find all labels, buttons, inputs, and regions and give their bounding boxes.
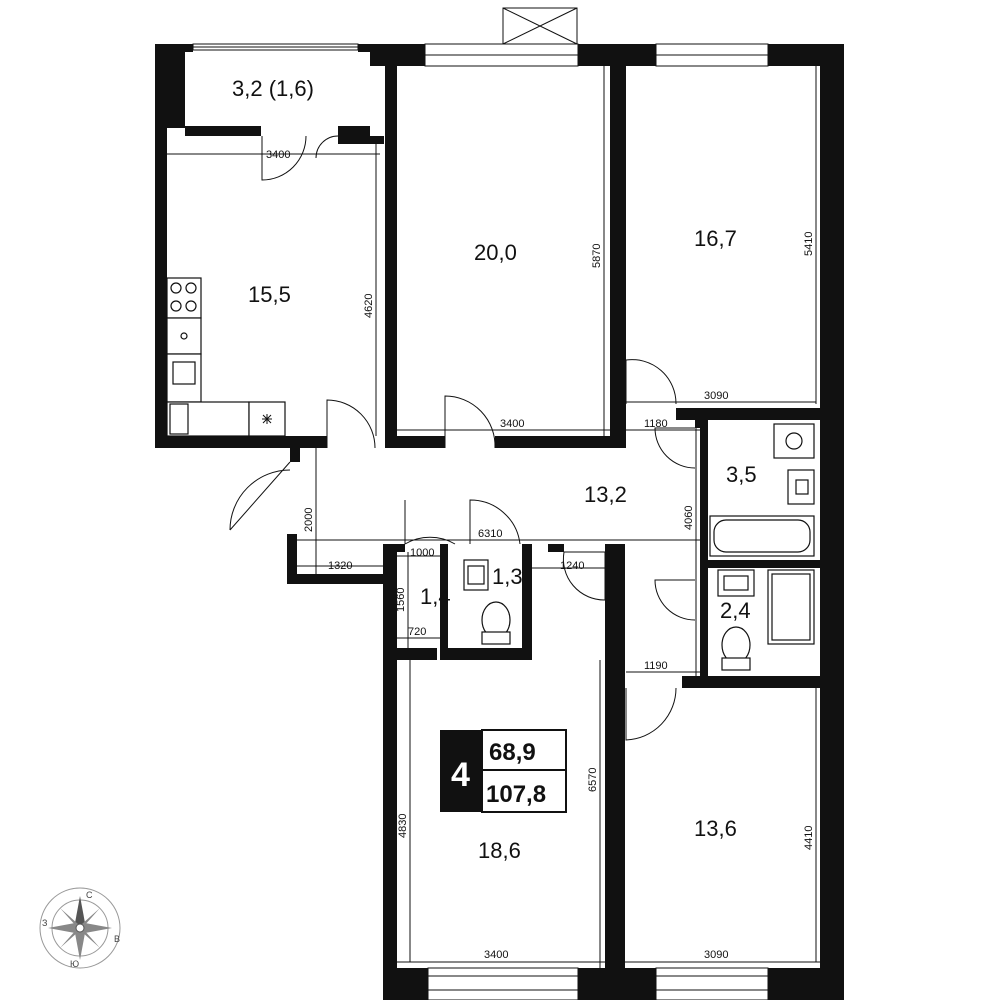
dim-1000: 1000 <box>410 547 434 559</box>
dim-5870: 5870 <box>591 244 603 268</box>
kitchen-fixtures <box>166 277 286 437</box>
summary-living-area: 68,9 <box>489 739 536 766</box>
doors <box>229 135 696 741</box>
room-bedroom-a: 20,0 <box>474 240 517 265</box>
compass-east: В <box>114 934 120 944</box>
dim-5410: 5410 <box>803 232 815 256</box>
bath-fixtures <box>463 423 815 671</box>
room-balcony: 3,2 (1,6) <box>232 76 314 101</box>
walls <box>155 44 844 1000</box>
dim-1320: 1320 <box>328 560 352 572</box>
dim-1180: 1180 <box>644 418 668 430</box>
summary-room-count: 4 <box>451 756 470 794</box>
dim-3090-top: 3090 <box>704 390 728 402</box>
dim-1240: 1240 <box>560 560 584 572</box>
compass-rose-icon: С В Ю З <box>39 887 121 969</box>
room-bathroom: 3,5 <box>726 462 757 487</box>
room-wc: 2,4 <box>720 598 751 623</box>
dim-720: 720 <box>408 626 426 638</box>
windows <box>192 43 769 1000</box>
summary-badge: 4 68,9 107,8 <box>440 729 567 813</box>
dim-1190: 1190 <box>644 660 668 672</box>
dim-3090-bottom: 3090 <box>704 949 728 961</box>
room-kitchen: 15,5 <box>248 282 291 307</box>
dim-6570: 6570 <box>587 768 599 792</box>
room-living: 18,6 <box>478 838 521 863</box>
room-bedroom-b: 16,7 <box>694 226 737 251</box>
compass-north: С <box>86 890 93 900</box>
summary-total-area: 107,8 <box>486 781 546 808</box>
dim-2000: 2000 <box>303 508 315 532</box>
dim-6310: 6310 <box>478 528 502 540</box>
room-bedroom-c: 13,6 <box>694 816 737 841</box>
room-labels: 3,2 (1,6) 15,5 20,0 16,7 13,2 3,5 2,4 1,… <box>232 76 757 863</box>
dim-3400-bottom: 3400 <box>484 949 508 961</box>
room-toilet-small: 1,3 <box>492 564 523 589</box>
ventilation-box <box>502 7 578 45</box>
dim-1560: 1560 <box>395 588 407 612</box>
dim-4060: 4060 <box>683 506 695 530</box>
room-hall: 13,2 <box>584 482 627 507</box>
dim-3400-kitchen: 3400 <box>266 149 290 161</box>
dim-4830: 4830 <box>397 814 409 838</box>
compass-west: З <box>42 918 47 928</box>
dim-4410: 4410 <box>803 826 815 850</box>
room-storage: 1,4 <box>420 584 451 609</box>
compass-south: Ю <box>70 959 79 969</box>
dim-3400-bed: 3400 <box>500 418 524 430</box>
dimension-labels: 3400 4620 5870 3400 5410 3090 1180 2000 … <box>266 149 815 961</box>
dim-4620: 4620 <box>363 294 375 318</box>
dimension-lines <box>167 66 820 968</box>
